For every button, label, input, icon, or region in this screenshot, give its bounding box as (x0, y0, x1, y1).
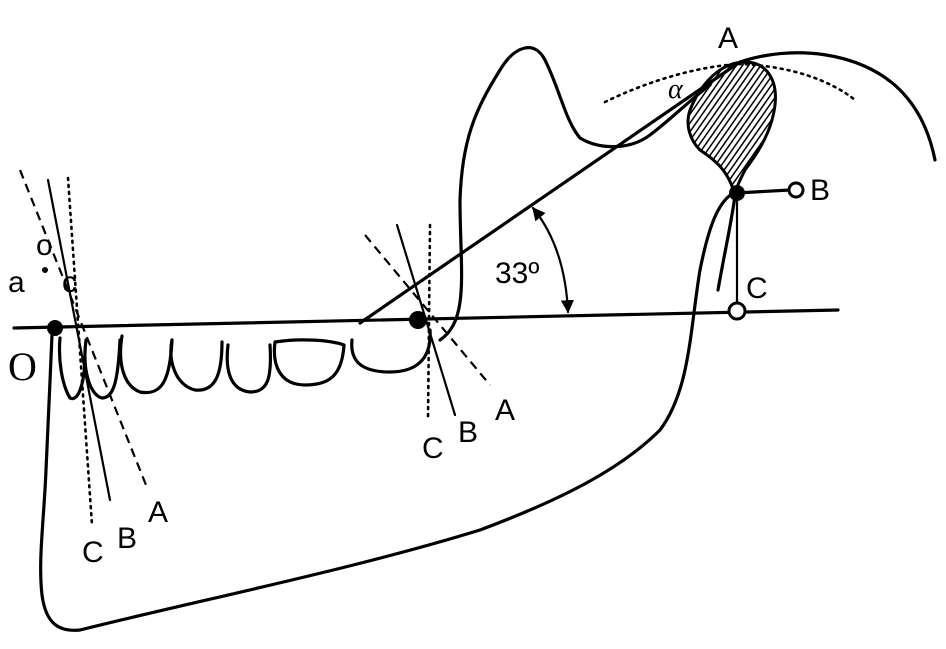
coronoid-process (438, 46, 712, 342)
condyle-hinge-point (729, 185, 745, 201)
label-origin: O (8, 344, 37, 389)
tooth (57, 336, 87, 401)
condyle-b-point (787, 181, 805, 199)
label-condyle-top: A (718, 22, 738, 55)
condyle-head (686, 60, 777, 196)
label-molar-C: C (422, 432, 444, 465)
tooth (169, 338, 224, 392)
incisor-line-A (18, 169, 150, 491)
incisor-line-C (66, 176, 94, 527)
label-incisor-C: C (82, 536, 104, 569)
label-condyle-b: B (810, 174, 830, 207)
mandible-outline (39, 190, 737, 632)
ramus-posterior (716, 193, 737, 292)
glenoid-arc (603, 62, 857, 104)
label-condyle-c: C (746, 272, 768, 305)
label-incisor-A: A (148, 496, 168, 529)
molar-contact-point (409, 311, 427, 329)
condyle-b-connector (735, 188, 792, 195)
cranial-base-curve (738, 51, 937, 162)
label-molar-B: B (458, 416, 478, 449)
tooth (83, 338, 122, 400)
condylar-line (358, 62, 739, 325)
label-molar-A: A (495, 394, 515, 427)
molar-line-A (364, 234, 491, 386)
tooth (118, 334, 174, 395)
label-angle: 33º (495, 257, 539, 290)
condyle-c-point (727, 301, 747, 321)
tooth (272, 338, 346, 387)
molar-line-C (426, 223, 432, 422)
label-incisor-B: B (117, 522, 137, 555)
label-incisal-c: c (62, 266, 77, 299)
label-incisal-a: a (8, 266, 25, 299)
label-alpha: α (668, 74, 684, 105)
tooth (350, 328, 432, 374)
incisal-o-point (42, 267, 48, 273)
origin-point (47, 320, 63, 336)
tooth (225, 343, 273, 394)
angle-arc (531, 206, 575, 314)
label-incisal-o: o (36, 229, 53, 262)
molar-line-B (395, 223, 457, 417)
teeth-row (57, 328, 432, 401)
